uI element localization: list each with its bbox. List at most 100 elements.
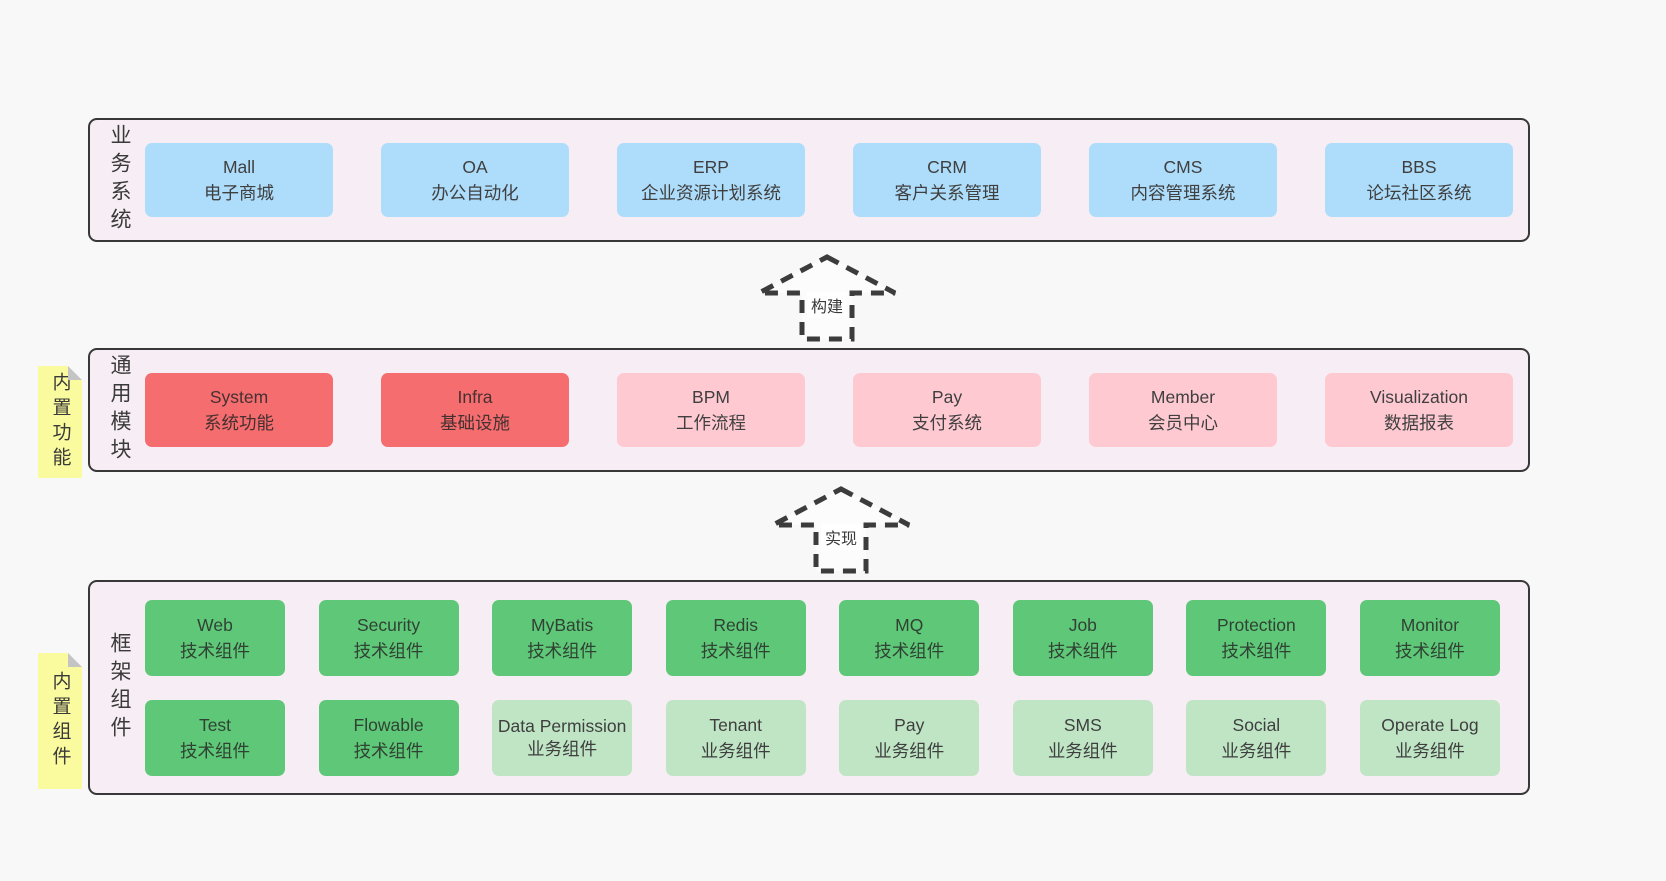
box-subtitle: 业务组件 bbox=[700, 741, 771, 761]
box-subtitle: 办公自动化 bbox=[431, 183, 519, 203]
box-subtitle: 业务组件 bbox=[1047, 741, 1118, 761]
sticky-note-builtin-components: 内置组件 bbox=[38, 653, 82, 789]
component-row-2: Test 技术组件 Flowable 技术组件 Data Permission … bbox=[145, 700, 1500, 776]
box-crm: CRM 客户关系管理 bbox=[853, 143, 1041, 217]
box-title: Security bbox=[356, 614, 421, 635]
box-subtitle: 电子商城 bbox=[204, 183, 274, 203]
box-oa: OA 办公自动化 bbox=[381, 143, 569, 217]
layer-framework-components: 框架组件 Web 技术组件 Security 技术组件 MyBatis 技术组件… bbox=[88, 580, 1530, 795]
box-subtitle: 业务组件 bbox=[527, 739, 598, 759]
box-job: Job 技术组件 bbox=[1012, 600, 1153, 676]
box-subtitle: 技术组件 bbox=[180, 741, 250, 761]
layer-label-modules: 通用模块 bbox=[108, 354, 131, 466]
box-title: Protection bbox=[1216, 614, 1296, 635]
box-title: Member bbox=[1150, 386, 1216, 407]
box-mybatis: MyBatis 技术组件 bbox=[492, 600, 633, 676]
box-title: OA bbox=[462, 156, 488, 177]
box-tenant: Tenant 业务组件 bbox=[665, 700, 806, 776]
box-title: Job bbox=[1068, 614, 1097, 635]
box-bbs: BBS 论坛社区系统 bbox=[1325, 143, 1513, 217]
box-protection: Protection 技术组件 bbox=[1186, 600, 1327, 676]
component-row-1: Web 技术组件 Security 技术组件 MyBatis 技术组件 Redi… bbox=[145, 600, 1500, 676]
box-title: Test bbox=[198, 714, 232, 735]
box-flowable: Flowable 技术组件 bbox=[318, 700, 459, 776]
box-social: Social 业务组件 bbox=[1186, 700, 1327, 776]
layer-business-systems: 业务系统 Mall 电子商城 OA 办公自动化 ERP 企业资源计划系统 CRM… bbox=[88, 118, 1530, 242]
layer-common-modules: 通用模块 System 系统功能 Infra 基础设施 BPM 工作流程 Pay… bbox=[88, 348, 1530, 472]
box-bpm: BPM 工作流程 bbox=[617, 373, 805, 447]
box-subtitle: 基础设施 bbox=[440, 413, 510, 433]
box-title: CRM bbox=[927, 156, 967, 177]
box-title: MQ bbox=[895, 614, 924, 635]
box-infra: Infra 基础设施 bbox=[381, 373, 569, 447]
box-mall: Mall 电子商城 bbox=[145, 143, 333, 217]
box-title: Data Permission bbox=[497, 716, 627, 737]
box-subtitle: 系统功能 bbox=[204, 413, 274, 433]
box-member: Member 会员中心 bbox=[1089, 373, 1277, 447]
box-title: System bbox=[209, 386, 269, 407]
box-subtitle: 技术组件 bbox=[1221, 641, 1292, 661]
box-cms: CMS 内容管理系统 bbox=[1089, 143, 1277, 217]
box-subtitle: 内容管理系统 bbox=[1130, 183, 1236, 203]
box-title: Operate Log bbox=[1381, 714, 1479, 735]
box-subtitle: 技术组件 bbox=[1394, 641, 1465, 661]
box-mq: MQ 技术组件 bbox=[839, 600, 980, 676]
box-title: Monitor bbox=[1400, 614, 1460, 635]
layer-label-business: 业务系统 bbox=[108, 124, 131, 236]
box-operate-log: Operate Log 业务组件 bbox=[1359, 700, 1500, 776]
box-subtitle: 客户关系管理 bbox=[894, 183, 1000, 203]
box-sms: SMS 业务组件 bbox=[1012, 700, 1153, 776]
box-title: Mall bbox=[222, 156, 256, 177]
box-subtitle: 业务组件 bbox=[874, 741, 945, 761]
layer-label-components: 框架组件 bbox=[108, 631, 131, 744]
box-visualization: Visualization 数据报表 bbox=[1325, 373, 1513, 447]
box-subtitle: 论坛社区系统 bbox=[1366, 183, 1472, 203]
box-subtitle: 业务组件 bbox=[1394, 741, 1465, 761]
box-test: Test 技术组件 bbox=[145, 700, 285, 776]
box-title: MyBatis bbox=[531, 614, 594, 635]
box-title: Web bbox=[197, 614, 233, 635]
box-data-permission: Data Permission 业务组件 bbox=[492, 700, 633, 776]
business-boxes-row: Mall 电子商城 OA 办公自动化 ERP 企业资源计划系统 CRM 客户关系… bbox=[145, 120, 1513, 240]
box-pay-system: Pay 支付系统 bbox=[853, 373, 1041, 447]
box-subtitle: 数据报表 bbox=[1384, 413, 1454, 433]
box-pay-component: Pay 业务组件 bbox=[839, 700, 980, 776]
arrow-build-up: 构建 bbox=[754, 252, 900, 344]
box-title: ERP bbox=[693, 156, 729, 177]
box-subtitle: 技术组件 bbox=[1047, 641, 1118, 661]
box-subtitle: 支付系统 bbox=[912, 413, 982, 433]
box-subtitle: 企业资源计划系统 bbox=[641, 183, 781, 203]
box-system: System 系统功能 bbox=[145, 373, 333, 447]
box-web: Web 技术组件 bbox=[145, 600, 285, 676]
box-subtitle: 技术组件 bbox=[700, 641, 771, 661]
box-subtitle: 技术组件 bbox=[353, 741, 424, 761]
box-title: Pay bbox=[931, 386, 963, 407]
box-subtitle: 工作流程 bbox=[676, 413, 746, 433]
box-erp: ERP 企业资源计划系统 bbox=[617, 143, 805, 217]
box-title: Redis bbox=[713, 614, 759, 635]
box-redis: Redis 技术组件 bbox=[665, 600, 806, 676]
box-subtitle: 技术组件 bbox=[180, 641, 250, 661]
box-title: SMS bbox=[1063, 714, 1102, 735]
box-title: Flowable bbox=[353, 714, 424, 735]
box-security: Security 技术组件 bbox=[318, 600, 459, 676]
box-title: Pay bbox=[894, 714, 925, 735]
arrow-implement-up: 实现 bbox=[768, 484, 914, 576]
box-monitor: Monitor 技术组件 bbox=[1359, 600, 1500, 676]
box-title: Infra bbox=[457, 386, 493, 407]
arrow-implement-label: 实现 bbox=[820, 524, 862, 550]
box-title: Social bbox=[1232, 714, 1281, 735]
box-subtitle: 会员中心 bbox=[1148, 413, 1218, 433]
box-title: CMS bbox=[1163, 156, 1203, 177]
box-subtitle: 业务组件 bbox=[1221, 741, 1292, 761]
box-title: Visualization bbox=[1370, 386, 1468, 407]
component-rows: Web 技术组件 Security 技术组件 MyBatis 技术组件 Redi… bbox=[145, 600, 1500, 776]
sticky-note-builtin-features: 内置功能 bbox=[38, 366, 82, 478]
box-subtitle: 技术组件 bbox=[353, 641, 424, 661]
box-subtitle: 技术组件 bbox=[527, 641, 598, 661]
box-subtitle: 技术组件 bbox=[874, 641, 945, 661]
box-title: BBS bbox=[1401, 156, 1437, 177]
module-boxes-row: System 系统功能 Infra 基础设施 BPM 工作流程 Pay 支付系统… bbox=[145, 350, 1513, 470]
arrow-build-label: 构建 bbox=[806, 292, 848, 318]
box-title: Tenant bbox=[709, 714, 762, 735]
